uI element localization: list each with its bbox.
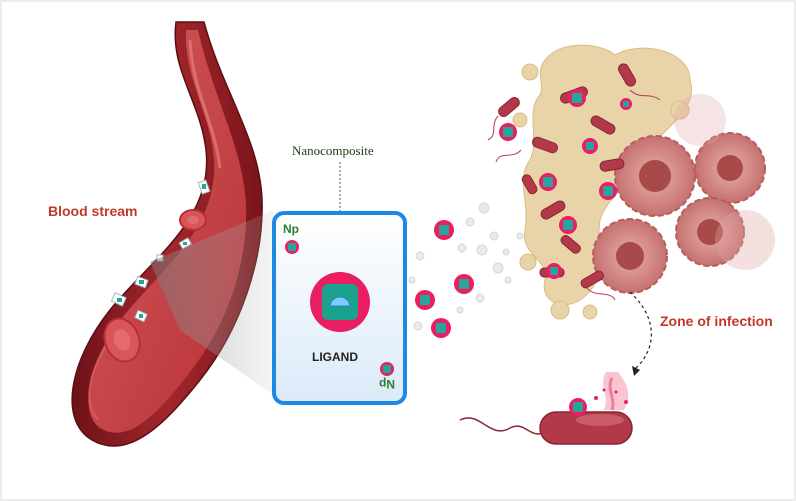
travelling-nanoparticles xyxy=(415,220,474,338)
bubbles xyxy=(408,202,524,331)
vessel-nanocomposite-cores xyxy=(117,184,206,318)
nanocomposite-label: Nanocomposite xyxy=(292,143,374,158)
zone-of-infection-label: Zone of infection xyxy=(660,313,773,329)
lysing-bacterium xyxy=(459,372,633,445)
ligand-label: LIGAND xyxy=(312,350,358,364)
infection-arrow xyxy=(629,291,652,376)
card-np-particle-top xyxy=(285,240,299,254)
zoom-beam xyxy=(150,210,274,395)
card-main-nanocomposite xyxy=(310,272,370,332)
card-np-particle-bottom xyxy=(380,362,394,376)
bacteria-flagella xyxy=(487,89,661,301)
vessel-nanocomposites xyxy=(110,179,211,323)
infected-cells xyxy=(592,94,775,294)
np-label-top: Np xyxy=(283,222,299,236)
red-blood-cells xyxy=(103,209,207,363)
np-label-bottom: Np xyxy=(379,377,395,391)
blood-stream-label: Blood stream xyxy=(48,203,138,219)
infection-zone-nanoparticles xyxy=(499,89,632,279)
